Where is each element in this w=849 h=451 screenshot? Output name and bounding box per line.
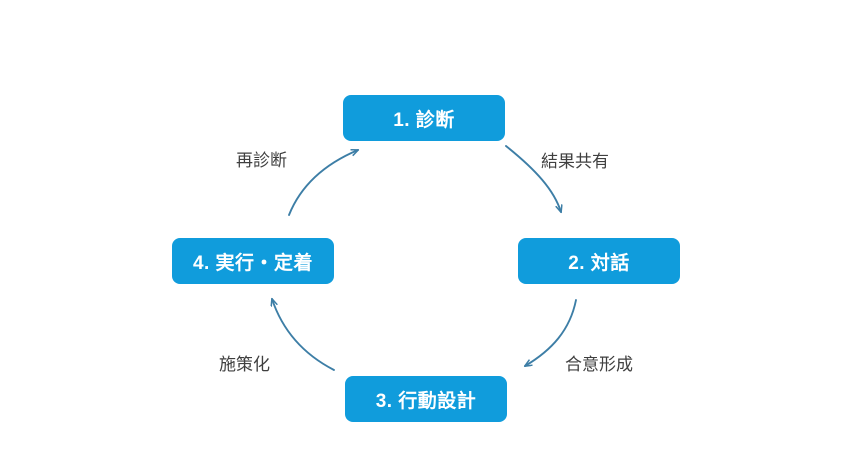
edge-label-consensus-building: 合意形成 xyxy=(565,355,633,374)
cycle-node-diagnosis[interactable]: 1. 診断 xyxy=(343,95,505,141)
cycle-node-label: 1. 診断 xyxy=(393,109,455,131)
cycle-node-execution-establishment[interactable]: 4. 実行・定着 xyxy=(172,238,334,284)
cycle-node-label: 4. 実行・定着 xyxy=(192,252,314,274)
cycle-node-action-design[interactable]: 3. 行動設計 xyxy=(345,376,507,422)
cycle-node-label: 3. 行動設計 xyxy=(375,390,477,412)
edge-label-policy-implementation: 施策化 xyxy=(219,355,270,374)
edge-label-rediagnosis: 再診断 xyxy=(236,151,287,170)
arrow-result-sharing xyxy=(505,145,561,212)
arrow-consensus-building xyxy=(525,299,577,366)
arrow-rediagnosis xyxy=(288,150,358,216)
arrow-policy-implementation xyxy=(272,299,335,371)
cycle-node-label: 2. 対話 xyxy=(568,252,630,274)
edge-label-result-sharing: 結果共有 xyxy=(541,152,609,171)
cycle-node-dialogue[interactable]: 2. 対話 xyxy=(518,238,680,284)
